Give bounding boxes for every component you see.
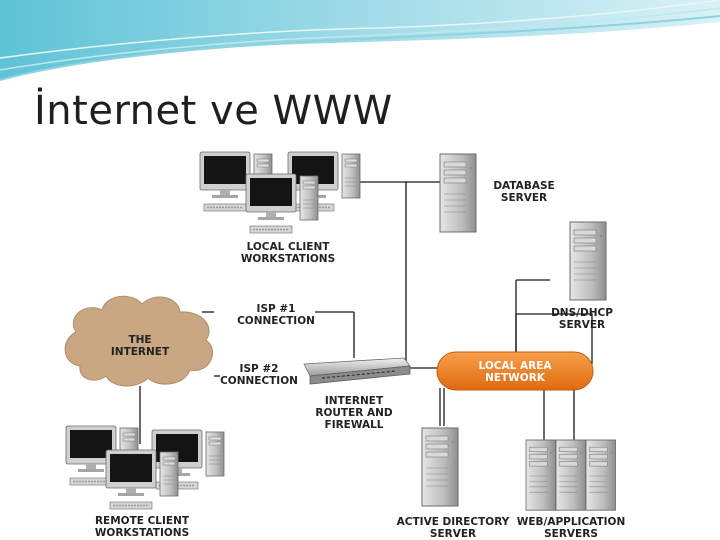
router-label-2: ROUTER AND bbox=[315, 407, 393, 419]
internet-label-1: THE bbox=[128, 334, 151, 346]
internet-router-firewall[interactable] bbox=[303, 357, 411, 385]
web-label-2: SERVERS bbox=[544, 528, 598, 540]
slide-title: İnternet ve WWW bbox=[34, 88, 393, 134]
local-clients-label-2: WORKSTATIONS bbox=[241, 253, 335, 265]
database-server[interactable] bbox=[439, 153, 477, 233]
remote-client-workstations[interactable] bbox=[66, 426, 224, 509]
ad-label-1: ACTIVE DIRECTORY bbox=[397, 516, 510, 528]
web-label-1: WEB/APPLICATION bbox=[517, 516, 626, 528]
isp1-label-1: ISP #1 bbox=[257, 303, 296, 315]
internet-cloud[interactable] bbox=[64, 295, 213, 387]
ad-label-2: SERVER bbox=[430, 528, 476, 540]
web-application-servers[interactable] bbox=[525, 439, 616, 511]
internet-label-2: INTERNET bbox=[111, 346, 170, 358]
local-clients-label-1: LOCAL CLIENT bbox=[247, 241, 331, 253]
dns-label-1: DNS/DHCP bbox=[551, 307, 613, 319]
local-area-network[interactable] bbox=[436, 351, 594, 391]
remote-clients-label-1: REMOTE CLIENT bbox=[95, 515, 190, 527]
router-label-1: INTERNET bbox=[325, 395, 384, 407]
database-label-2: SERVER bbox=[501, 192, 547, 204]
local-client-workstations[interactable] bbox=[200, 152, 360, 233]
network-diagram: LOCAL CLIENT WORKSTATIONS DATABASE SERVE… bbox=[64, 144, 626, 540]
isp2-label-2: CONNECTION bbox=[220, 375, 298, 387]
isp2-label-1: ISP #2 bbox=[240, 363, 279, 375]
lan-label-2: NETWORK bbox=[485, 372, 546, 384]
lan-label-1: LOCAL AREA bbox=[479, 360, 553, 372]
dns-dhcp-server[interactable] bbox=[569, 221, 607, 301]
connection-lines bbox=[139, 181, 593, 444]
header-swoosh bbox=[0, 0, 720, 81]
isp1-label-2: CONNECTION bbox=[237, 315, 315, 327]
remote-clients-label-2: WORKSTATIONS bbox=[95, 527, 189, 539]
active-directory-server[interactable] bbox=[421, 427, 459, 507]
dns-label-2: SERVER bbox=[559, 319, 605, 331]
router-label-3: FIREWALL bbox=[325, 419, 384, 431]
database-label-1: DATABASE bbox=[493, 180, 554, 192]
